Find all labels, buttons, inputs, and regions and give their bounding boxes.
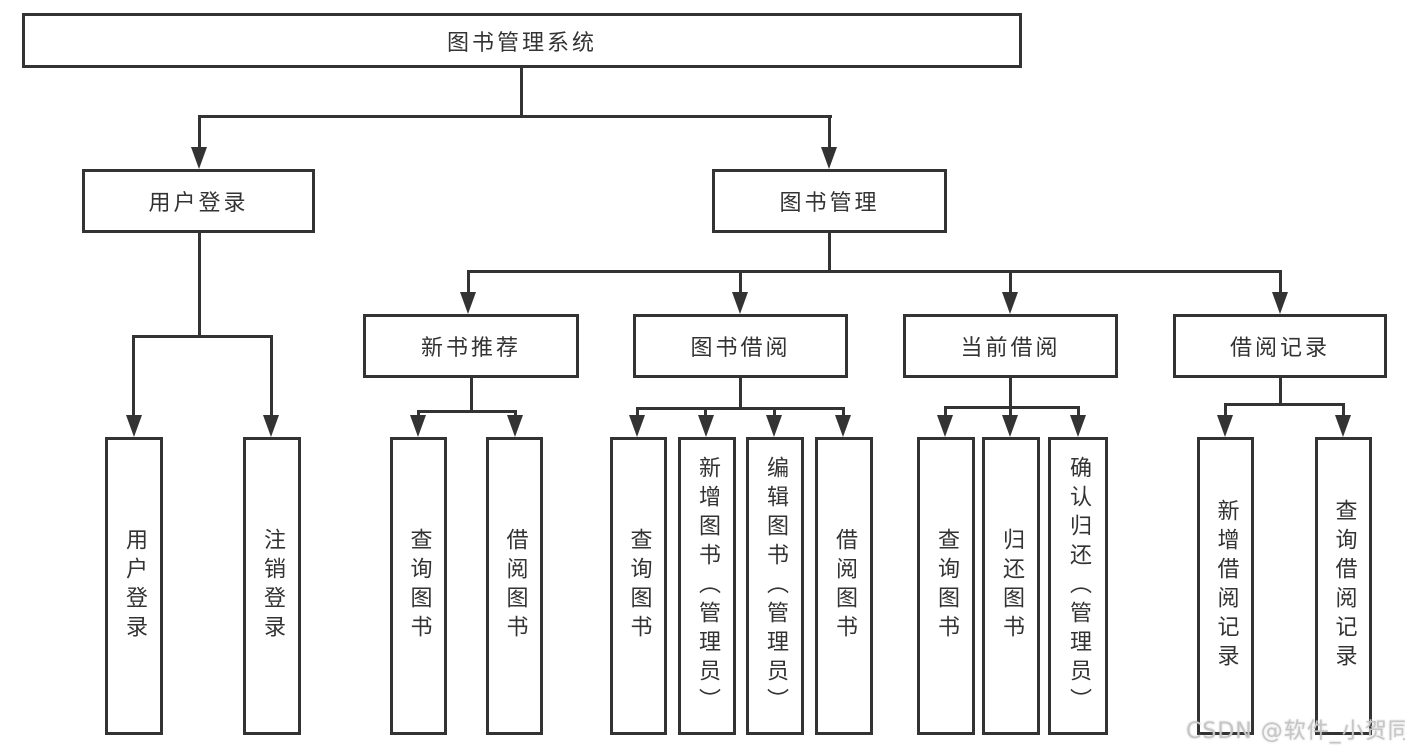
arrowhead-down-icon — [835, 415, 851, 437]
leaf-user-login-label: 用户登录 — [122, 528, 147, 644]
connector-drop-book-management — [828, 115, 831, 150]
leaf-cur-query-book: 查询图书 — [917, 437, 975, 735]
connector-drop — [514, 410, 517, 417]
connector-root-stem — [520, 68, 523, 117]
node-borrow-records-label: 借阅记录 — [1229, 336, 1330, 361]
connector-drop-current-borrow — [1009, 270, 1012, 294]
node-book-borrow: 图书借阅 — [633, 314, 848, 378]
leaf-cur-confirm-return-admin-label: 确认归还（管理员） — [1066, 455, 1091, 717]
connector-drop — [1009, 406, 1012, 417]
arrowhead-down-icon — [732, 292, 748, 314]
arrowhead-down-icon — [937, 415, 953, 437]
connector-root-crossbar — [198, 115, 832, 118]
connector-drop — [773, 407, 776, 417]
connector-drop — [1342, 403, 1345, 417]
arrowhead-down-icon — [410, 415, 426, 437]
leaf-bor-query-book-label: 查询图书 — [626, 528, 652, 644]
csdn-watermark: CSDN @软件_小贺同学 — [1186, 719, 1405, 744]
connector-bookmgmt-crossbar — [467, 270, 1281, 273]
connector-borrow-crossbar — [636, 407, 845, 410]
leaf-cur-return-book-label: 归还图书 — [999, 528, 1024, 644]
leaf-bor-borrow-book: 借阅图书 — [815, 437, 873, 735]
connector-drop-book-borrow — [739, 270, 742, 294]
leaf-rec-query-book-label: 查询图书 — [406, 528, 432, 644]
arrowhead-down-icon — [460, 292, 476, 314]
leaf-cur-return-book: 归还图书 — [982, 437, 1040, 735]
leaf-logout-label: 注销登录 — [260, 528, 285, 644]
node-new-book-recommend-label: 新书推荐 — [420, 336, 521, 361]
connector-current-stem — [1009, 378, 1012, 408]
leaf-bor-add-book-admin: 新增图书（管理员） — [678, 437, 736, 735]
connector-userlogin-stem — [198, 233, 201, 336]
leaf-add-borrow-record-label: 新增借阅记录 — [1213, 499, 1239, 673]
leaf-cur-confirm-return-admin: 确认归还（管理员） — [1048, 437, 1108, 735]
connector-bookmgmt-stem — [828, 233, 831, 272]
leaf-bor-query-book: 查询图书 — [610, 437, 667, 735]
node-user-login-branch-label: 用户登录 — [148, 191, 249, 216]
arrowhead-down-icon — [1002, 415, 1018, 437]
connector-drop-user-login — [198, 115, 201, 150]
node-borrow-records: 借阅记录 — [1173, 314, 1387, 378]
connector-drop — [944, 406, 947, 417]
connector-current-crossbar — [944, 406, 1080, 409]
connector-drop — [842, 407, 845, 417]
leaf-query-borrow-record: 查询借阅记录 — [1315, 437, 1372, 735]
node-user-login-branch: 用户登录 — [82, 169, 315, 233]
arrowhead-down-icon — [263, 415, 279, 437]
leaf-user-login: 用户登录 — [105, 437, 163, 735]
leaf-bor-edit-book-admin: 编辑图书（管理员） — [746, 437, 804, 735]
arrowhead-down-icon — [1217, 415, 1233, 437]
connector-drop — [636, 407, 639, 417]
arrowhead-down-icon — [1070, 415, 1086, 437]
leaf-rec-borrow-book-label: 借阅图书 — [502, 528, 528, 644]
connector-userlogin-crossbar — [133, 335, 273, 338]
leaf-bor-add-book-admin-label: 新增图书（管理员） — [695, 455, 720, 717]
node-current-borrow: 当前借阅 — [903, 314, 1118, 378]
node-book-borrow-label: 图书借阅 — [690, 336, 791, 361]
arrowhead-down-icon — [126, 415, 142, 437]
connector-drop-new-book — [467, 270, 470, 294]
node-root-label: 图书管理系统 — [446, 30, 597, 56]
arrowhead-down-icon — [191, 147, 207, 169]
leaf-bor-borrow-book-label: 借阅图书 — [832, 528, 857, 644]
leaf-query-borrow-record-label: 查询借阅记录 — [1331, 499, 1357, 673]
connector-records-stem — [1279, 378, 1282, 405]
arrowhead-down-icon — [1002, 292, 1018, 314]
arrowhead-down-icon — [698, 415, 714, 437]
leaf-rec-borrow-book: 借阅图书 — [486, 437, 543, 735]
arrowhead-down-icon — [507, 415, 523, 437]
leaf-bor-edit-book-admin-label: 编辑图书（管理员） — [763, 455, 788, 717]
connector-drop — [1077, 406, 1080, 417]
leaf-add-borrow-record: 新增借阅记录 — [1197, 437, 1254, 735]
node-book-management-branch-label: 图书管理 — [779, 191, 880, 216]
connector-borrow-stem — [739, 378, 742, 409]
connector-drop-leaf-user-login — [132, 335, 135, 417]
connector-drop-borrow-records — [1279, 270, 1282, 294]
arrowhead-down-icon — [821, 147, 837, 169]
connector-records-crossbar — [1224, 403, 1345, 406]
connector-rec-stem — [470, 378, 473, 411]
connector-drop — [417, 410, 420, 417]
connector-drop — [704, 407, 707, 417]
node-root-system: 图书管理系统 — [22, 13, 1022, 68]
leaf-rec-query-book: 查询图书 — [390, 437, 447, 735]
arrowhead-down-icon — [1272, 292, 1288, 314]
connector-drop — [1224, 403, 1227, 417]
leaf-cur-query-book-label: 查询图书 — [934, 528, 959, 644]
connector-rec-crossbar — [417, 410, 517, 413]
node-book-management-branch: 图书管理 — [712, 169, 947, 233]
leaf-logout: 注销登录 — [243, 437, 301, 735]
arrowhead-down-icon — [766, 415, 782, 437]
connector-drop-leaf-logout — [270, 335, 273, 417]
node-new-book-recommend: 新书推荐 — [363, 314, 579, 378]
arrowhead-down-icon — [629, 415, 645, 437]
node-current-borrow-label: 当前借阅 — [960, 336, 1061, 361]
arrowhead-down-icon — [1335, 415, 1351, 437]
